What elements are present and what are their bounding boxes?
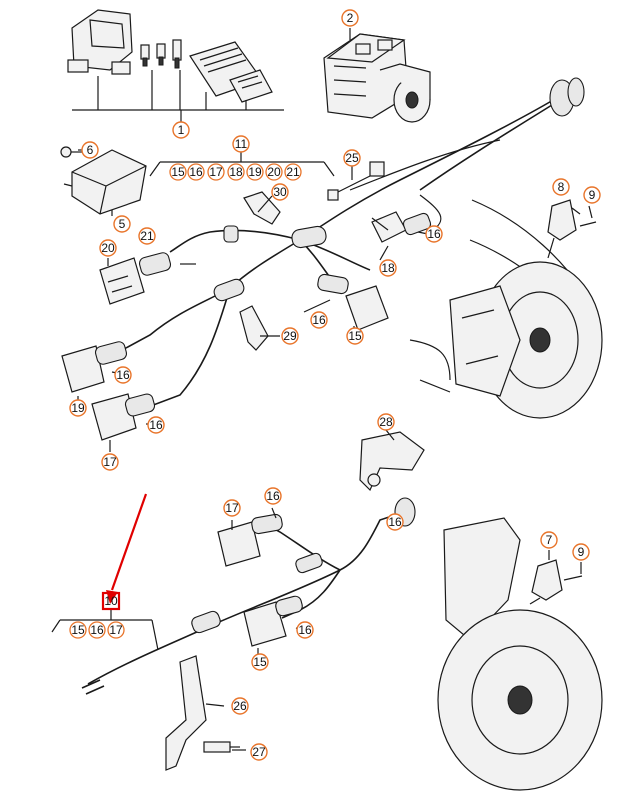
- callouts: 1 2 5 6 7 8 9 9 11 15 15 16 16 16 16 16 …: [69, 9, 601, 761]
- callout-18[interactable]: 18: [379, 259, 397, 277]
- svg-text:16: 16: [90, 623, 104, 637]
- svg-text:18: 18: [381, 261, 395, 275]
- callout-16-e[interactable]: 16: [264, 487, 282, 505]
- callout-20[interactable]: 20: [99, 239, 117, 257]
- svg-text:16: 16: [427, 227, 441, 241]
- callout-9-top[interactable]: 9: [583, 186, 601, 204]
- svg-text:21: 21: [140, 229, 154, 243]
- svg-text:15: 15: [253, 655, 267, 669]
- group-10-item-17[interactable]: 17: [107, 621, 125, 639]
- svg-text:19: 19: [248, 165, 262, 179]
- svg-text:20: 20: [267, 165, 281, 179]
- svg-text:17: 17: [103, 455, 117, 469]
- svg-text:17: 17: [209, 165, 223, 179]
- lower-wiring-harness: [81, 431, 425, 771]
- svg-text:9: 9: [589, 188, 596, 202]
- instruction-sheet: [189, 41, 273, 103]
- svg-text:2: 2: [347, 11, 354, 25]
- group-11-item-16[interactable]: 16: [187, 163, 205, 181]
- callout-21[interactable]: 21: [138, 227, 156, 245]
- svg-text:21: 21: [286, 165, 300, 179]
- svg-text:11: 11: [235, 137, 248, 151]
- svg-text:16: 16: [189, 165, 203, 179]
- callout-16-c[interactable]: 16: [114, 366, 132, 384]
- abs-hydraulic-unit: [323, 33, 431, 123]
- svg-text:16: 16: [298, 623, 312, 637]
- callout-7[interactable]: 7: [540, 531, 558, 549]
- svg-text:7: 7: [546, 533, 553, 547]
- svg-text:20: 20: [101, 241, 115, 255]
- callout-27[interactable]: 27: [250, 743, 268, 761]
- callout-16-a[interactable]: 16: [425, 225, 443, 243]
- callout-16-d[interactable]: 16: [147, 416, 165, 434]
- svg-text:17: 17: [109, 623, 123, 637]
- callout-17-upper[interactable]: 17: [101, 453, 119, 471]
- callout-29[interactable]: 29: [281, 327, 299, 345]
- group-11-item-17[interactable]: 17: [207, 163, 225, 181]
- callout-17-lower[interactable]: 17: [223, 499, 241, 517]
- callout-16-b[interactable]: 16: [310, 311, 328, 329]
- svg-text:17: 17: [225, 501, 239, 515]
- callout-15-lower[interactable]: 15: [251, 653, 269, 671]
- control-unit-kit: [67, 9, 284, 122]
- group-10-item-15[interactable]: 15: [69, 621, 87, 639]
- svg-text:16: 16: [266, 489, 280, 503]
- callout-19[interactable]: 19: [69, 399, 87, 417]
- group-11-item-18[interactable]: 18: [227, 163, 245, 181]
- callout-26[interactable]: 26: [231, 697, 249, 715]
- svg-text:15: 15: [171, 165, 185, 179]
- rear-brake-assembly: [437, 517, 603, 791]
- svg-text:25: 25: [345, 151, 359, 165]
- svg-text:27: 27: [252, 745, 266, 759]
- callout-10-label: 10: [104, 594, 118, 608]
- svg-text:16: 16: [116, 368, 130, 382]
- front-brake-assembly: [409, 199, 603, 419]
- svg-text:16: 16: [312, 313, 326, 327]
- group-11-item-19[interactable]: 19: [246, 163, 264, 181]
- callout-30[interactable]: 30: [271, 183, 289, 201]
- svg-text:19: 19: [71, 401, 85, 415]
- svg-text:28: 28: [379, 415, 393, 429]
- callout-25[interactable]: 25: [343, 149, 361, 167]
- callout-16-g[interactable]: 16: [386, 513, 404, 531]
- callout-8[interactable]: 8: [552, 178, 570, 196]
- group-11-item-20[interactable]: 20: [265, 163, 283, 181]
- highlight-callout-10[interactable]: 10: [101, 493, 148, 611]
- svg-text:30: 30: [273, 185, 287, 199]
- callout-28[interactable]: 28: [377, 413, 395, 431]
- callout-6[interactable]: 6: [81, 141, 99, 159]
- callout-15-upper[interactable]: 15: [346, 327, 364, 345]
- svg-text:26: 26: [233, 699, 247, 713]
- callout-16-f[interactable]: 16: [296, 621, 314, 639]
- svg-text:29: 29: [283, 329, 297, 343]
- callout-5[interactable]: 5: [113, 215, 131, 233]
- svg-text:18: 18: [229, 165, 243, 179]
- callout-9-bottom[interactable]: 9: [572, 543, 590, 561]
- upper-wiring-harness: [61, 77, 585, 441]
- group-10-item-16[interactable]: 16: [88, 621, 106, 639]
- svg-text:6: 6: [87, 143, 94, 157]
- callout-2[interactable]: 2: [341, 9, 359, 27]
- svg-text:8: 8: [558, 180, 565, 194]
- svg-text:15: 15: [348, 329, 362, 343]
- svg-text:5: 5: [119, 217, 126, 231]
- callout-11[interactable]: 11: [232, 135, 250, 153]
- svg-text:9: 9: [578, 545, 585, 559]
- plug-pins: [140, 39, 182, 69]
- svg-text:1: 1: [178, 123, 185, 137]
- group-11-items: 15 16 17 18 19 20 21: [169, 163, 302, 181]
- group-11-item-15[interactable]: 15: [169, 163, 187, 181]
- group-11-item-21[interactable]: 21: [284, 163, 302, 181]
- svg-text:16: 16: [388, 515, 402, 529]
- group-10-items: 15 16 17: [69, 621, 125, 639]
- svg-text:15: 15: [71, 623, 85, 637]
- svg-text:16: 16: [149, 418, 163, 432]
- callout-1[interactable]: 1: [172, 121, 190, 139]
- control-module: [60, 146, 147, 216]
